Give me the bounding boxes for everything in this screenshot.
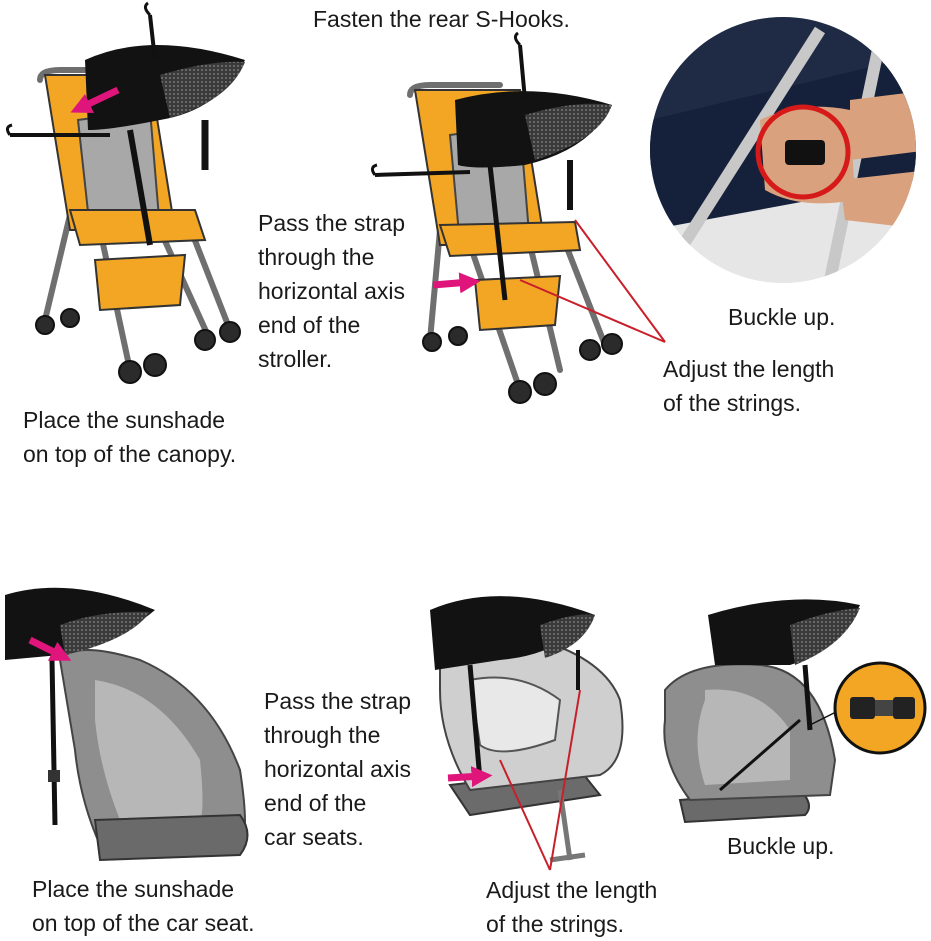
caption-buckle-carseat: Buckle up. bbox=[727, 833, 835, 859]
caption-fasten-hooks: Fasten the rear S-Hooks. bbox=[313, 6, 570, 32]
stroller-illustration-2 bbox=[370, 31, 666, 404]
caption-place-on-canopy: Place the sunshade on top of the canopy. bbox=[23, 407, 237, 467]
carseat-illustration-3 bbox=[663, 599, 927, 824]
magenta-arrow-icon bbox=[70, 86, 120, 113]
caption-adjust-stroller: Adjust the length of the strings. bbox=[663, 356, 835, 416]
caption-adjust-carseat: Adjust the length of the strings. bbox=[486, 877, 658, 937]
red-circle-highlight-icon bbox=[755, 104, 851, 200]
magenta-arrow-icon bbox=[28, 636, 72, 661]
caption-pass-strap-stroller: Pass the strap through the horizontal ax… bbox=[258, 210, 406, 372]
caption-pass-strap-carseat: Pass the strap through the horizontal ax… bbox=[264, 688, 412, 850]
magenta-arrow-icon bbox=[447, 766, 493, 788]
magenta-arrow-icon bbox=[432, 272, 481, 294]
stroller-illustration-1 bbox=[5, 1, 245, 384]
carseat-illustration-2 bbox=[430, 596, 624, 871]
carseat-illustration-1 bbox=[5, 587, 249, 862]
buckle-photo bbox=[650, 17, 916, 283]
caption-buckle-stroller: Buckle up. bbox=[728, 304, 836, 330]
caption-place-on-carseat: Place the sunshade on top of the car sea… bbox=[32, 876, 255, 936]
